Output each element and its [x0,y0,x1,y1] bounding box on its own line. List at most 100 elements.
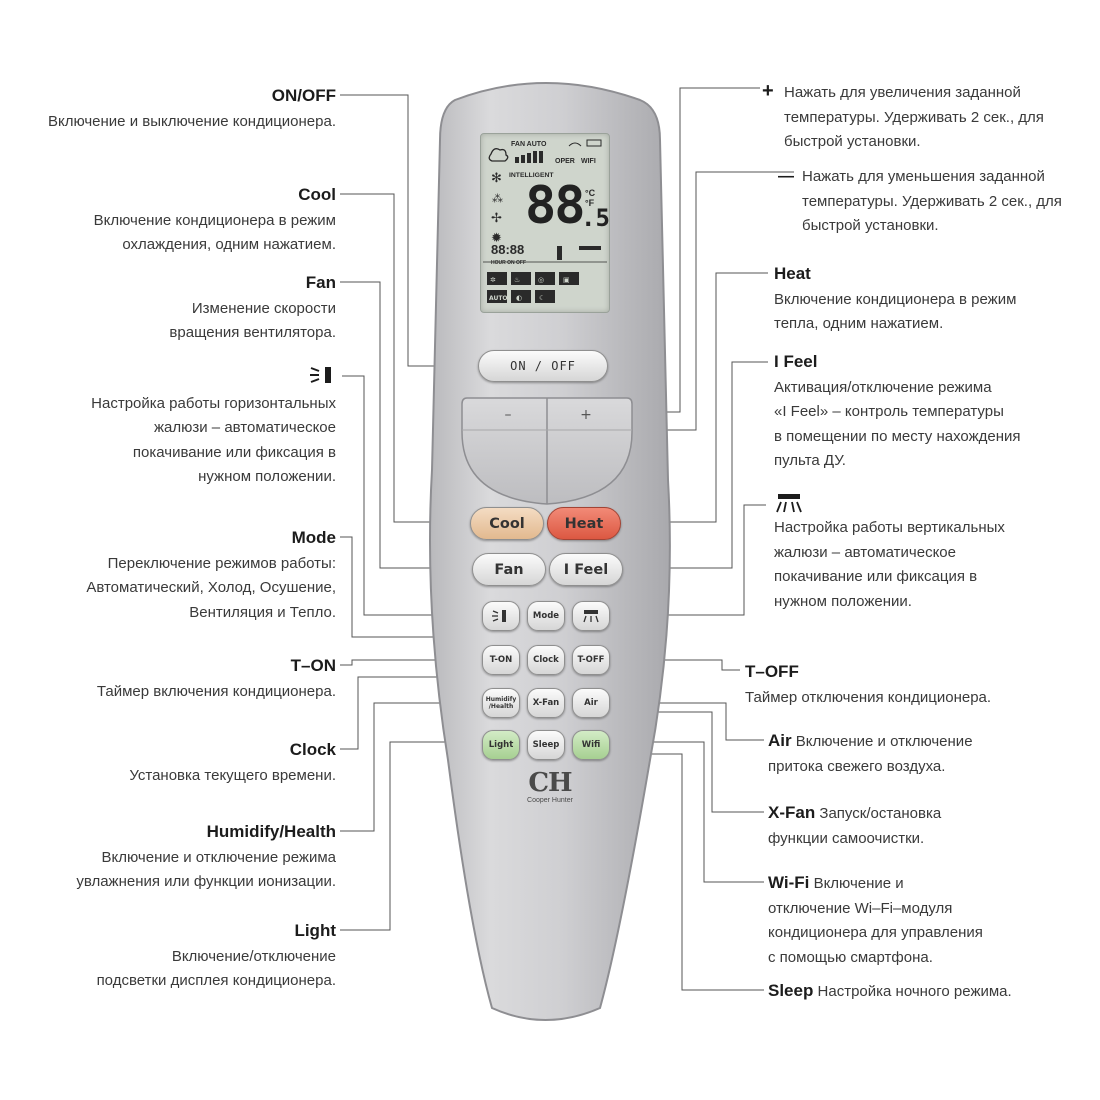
annotation-title: Cool [298,185,336,204]
t-off-button[interactable]: T-OFF [572,645,610,675]
fan-button-label: Fan [494,561,524,578]
annotation-title: Heat [774,264,811,283]
annotation-text: функции самоочистки. [768,829,925,847]
horizontal-swing-icon [492,610,506,622]
cool-button-label: Cool [489,515,525,532]
annotation-text: Включение и выключение кондиционера. [47,112,336,130]
annotation-clock: Clock Установка текущего времени. [129,738,336,788]
x-fan-button[interactable]: X-Fan [527,688,565,718]
annotation-text: Настройка работы вертикальных [774,519,1005,536]
wifi-button-label: Wifi [581,740,601,750]
annotation-title: Clock [289,740,336,759]
annotation-title: Fan [305,273,336,292]
annotation-vertical-swing: Настройка работы вертикальных жалюзи – а… [774,492,1005,614]
annotation-title: Wi-Fi [768,873,810,892]
annotation-text: охлаждения, одним нажатием. [122,236,336,253]
annotation-light: Light Включение/отключение подсветки дис… [97,919,336,994]
annotation-wi-fi: Wi-Fi Включение и отключение Wi–Fi–модул… [768,871,983,970]
mode-button[interactable]: Mode [527,601,565,631]
annotation-air: Air Включение и отключение притока свеже… [768,729,973,779]
svg-text:▣: ▣ [563,276,570,284]
annotation-text: Включение кондиционера в режим [774,290,1017,308]
annotation-text: Запуск/остановка [819,805,942,822]
lcd-oper: OPER [555,158,575,165]
humidify-health-button[interactable]: Humidify /Health [482,688,520,718]
air-button-label: Air [584,698,598,708]
annotation-text: Нажать для увеличения заданной [784,84,1021,101]
annotation-title: I Feel [774,352,818,371]
t-on-button[interactable]: T-ON [482,645,520,675]
light-button-label: Light [488,740,514,750]
lcd-temperature: 88 [525,176,586,236]
brand-logo: CH Cooper Hunter [505,770,595,805]
annotation-plus: + Нажать для увеличения заданной температ… [762,79,1044,155]
annotation-text: нужном положении. [774,592,912,610]
lcd-clock: 88:88 [491,242,524,257]
svg-text:☾: ☾ [539,294,545,302]
annotation-text: Включение кондиционера в режим [93,211,336,229]
annotation-text: быстрой установки. [802,217,939,234]
wifi-button[interactable]: Wifi [572,730,610,760]
annotation-title: Humidify/Health [206,822,336,841]
annotation-text: отключение Wi–Fi–модуля [768,899,953,917]
heat-button[interactable]: Heat [547,507,621,540]
annotation-text: Включение и отключение режима [101,848,337,866]
annotation-text: нужном положении. [198,468,336,485]
t-off-button-label: T-OFF [577,655,605,665]
svg-text:◐: ◐ [516,294,522,302]
fan-button[interactable]: Fan [472,553,546,586]
annotation-text: Таймер отключения кондиционера. [745,688,992,706]
annotation-t-off: T–OFF Таймер отключения кондиционера. [745,660,991,710]
annotation-i-feel: I Feel Активация/отключение режима «I Fe… [774,350,1021,474]
onoff-button[interactable]: ON / OFF [478,350,608,382]
annotation-symbol: + [762,80,774,102]
svg-text:✢: ✢ [491,211,502,226]
t-on-button-label: T-ON [489,655,513,665]
minus-button[interactable]: – [470,400,546,430]
heat-button-label: Heat [564,515,604,532]
annotation-text: пульта ДУ. [774,452,846,469]
lcd-wifi: WIFI [581,158,596,165]
plus-button[interactable]: + [548,400,624,430]
horizontal-swing-button[interactable] [482,601,520,631]
sleep-button[interactable]: Sleep [527,730,565,760]
ifeel-button[interactable]: I Feel [549,553,623,586]
vertical-swing-icon [776,494,802,513]
light-button[interactable]: Light [482,730,520,760]
annotation-text: в помещении по месту нахождения [774,427,1021,445]
air-button[interactable]: Air [572,688,610,718]
annotation-text: Установка текущего времени. [129,766,336,784]
annotation-title: T–ON [290,656,336,675]
annotation-text: Автоматический, Холод, Осушение, [86,579,336,596]
lcd-auto-label: AUTO [489,295,508,302]
annotation-text: кондиционера для управления [768,924,983,941]
onoff-button-label: ON / OFF [510,359,576,373]
clock-button-label: Clock [533,655,559,665]
ifeel-button-label: I Feel [563,561,609,578]
vertical-swing-icon [583,610,599,623]
annotation-text: температуры. Удерживать 2 сек., для [784,108,1044,126]
annotation-title: X-Fan [768,803,816,822]
annotation-heat: Heat Включение кондиционера в режим тепл… [774,262,1016,337]
lcd-intelligent: INTELLIGENT [509,172,554,179]
svg-text:♨: ♨ [514,276,520,284]
annotation-title: Light [294,921,336,940]
mode-button-label: Mode [532,611,560,621]
annotation-text: увлажнения или функции ионизации. [76,873,336,890]
annotation-humidify-health: Humidify/Health Включение и отключение р… [76,820,336,895]
clock-button[interactable]: Clock [527,645,565,675]
annotation-title: Mode [291,528,336,547]
vertical-swing-button[interactable] [572,601,610,631]
brand-logo-name: Cooper Hunter [527,797,573,804]
svg-text:✹: ✹ [491,231,502,246]
lcd-unit-c: °C [585,188,596,198]
annotation-text: притока свежего воздуха. [768,757,946,775]
lcd-icon-fan: ✲ [490,276,496,284]
annotation-sleep: Sleep Настройка ночного режима. [768,979,1012,1005]
cool-button[interactable]: Cool [470,507,544,540]
annotation-title: T–OFF [745,662,799,681]
annotation-x-fan: X-Fan Запуск/остановка функции самоочист… [768,801,941,851]
humidify-health-button-label: Humidify /Health [485,696,517,710]
lcd-timer-label: HOUR ON OFF [491,260,526,266]
